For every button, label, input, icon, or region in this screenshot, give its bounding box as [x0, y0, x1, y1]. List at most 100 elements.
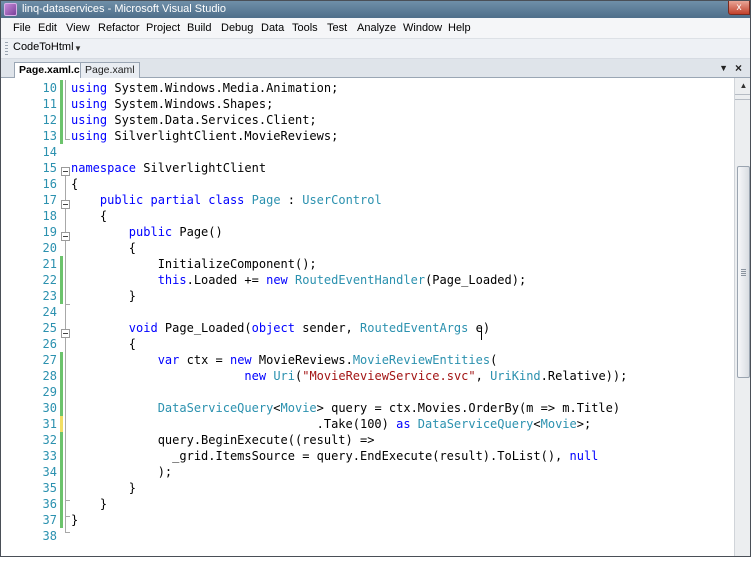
code-token: System.Data.Services.Client;: [107, 113, 317, 127]
tab-list-dropdown-icon[interactable]: ▼: [719, 63, 728, 73]
code-line[interactable]: 28 new Uri("MovieReviewService.svc", Uri…: [1, 368, 734, 384]
code-text[interactable]: public Page(): [71, 224, 223, 240]
toolbar-overflow-icon[interactable]: ▼: [74, 44, 82, 53]
code-text[interactable]: }: [71, 288, 136, 304]
menu-test[interactable]: Test: [327, 22, 348, 34]
code-text[interactable]: _grid.ItemsSource = query.EndExecute(res…: [71, 448, 598, 464]
code-text[interactable]: );: [71, 464, 172, 480]
code-line[interactable]: 30 DataServiceQuery<Movie> query = ctx.M…: [1, 400, 734, 416]
menu-view[interactable]: View: [66, 22, 90, 34]
code-text[interactable]: using System.Windows.Media.Animation;: [71, 80, 338, 96]
code-line[interactable]: 17 public partial class Page : UserContr…: [1, 192, 734, 208]
code-text[interactable]: .Take(100) as DataServiceQuery<Movie>;: [71, 416, 592, 432]
splitter-handle[interactable]: [735, 94, 750, 100]
code-line[interactable]: 14: [1, 144, 734, 160]
code-text[interactable]: using SilverlightClient.MovieReviews;: [71, 128, 338, 144]
code-line[interactable]: 23 }: [1, 288, 734, 304]
line-number: 17: [42, 193, 57, 207]
scrollbar-thumb[interactable]: [737, 166, 750, 378]
menu-file[interactable]: File: [13, 22, 31, 34]
menu-analyze[interactable]: Analyze: [357, 22, 397, 34]
code-text[interactable]: namespace SilverlightClient: [71, 160, 266, 176]
menu-help[interactable]: Help: [448, 22, 471, 34]
code-text[interactable]: new Uri("MovieReviewService.svc", UriKin…: [71, 368, 627, 384]
code-token: void: [128, 321, 158, 335]
menu-build[interactable]: Build: [187, 22, 212, 34]
menu-refactor[interactable]: Refactor: [98, 22, 140, 34]
code-text[interactable]: {: [71, 240, 136, 256]
code-line[interactable]: 33 _grid.ItemsSource = query.EndExecute(…: [1, 448, 734, 464]
code-line[interactable]: 21 InitializeComponent();: [1, 256, 734, 272]
code-token: UserControl: [302, 193, 382, 207]
close-window-button[interactable]: x: [728, 1, 750, 15]
code-token: );: [71, 465, 173, 479]
code-text[interactable]: query.BeginExecute((result) =>: [71, 432, 375, 448]
code-text[interactable]: using System.Windows.Shapes;: [71, 96, 273, 112]
code-line[interactable]: 19 public Page(): [1, 224, 734, 240]
menu-bar: File Edit View Refactor Project Build De…: [1, 18, 750, 39]
text-cursor: [481, 327, 482, 340]
code-line[interactable]: 22 this.Loaded += new RoutedEventHandler…: [1, 272, 734, 288]
code-to-html-button[interactable]: CodeToHtml: [13, 41, 74, 53]
toolbar-grip-icon[interactable]: [5, 42, 8, 55]
code-token: Movie: [540, 417, 577, 431]
code-text[interactable]: }: [71, 496, 107, 512]
menu-project[interactable]: Project: [146, 22, 181, 34]
line-number: 23: [42, 289, 57, 303]
line-number: 11: [42, 97, 57, 111]
code-text[interactable]: this.Loaded += new RoutedEventHandler(Pa…: [71, 272, 527, 288]
code-text[interactable]: InitializeComponent();: [71, 256, 317, 272]
menu-tools[interactable]: Tools: [292, 22, 318, 34]
title-bar[interactable]: linq-dataservices - Microsoft Visual Stu…: [1, 1, 750, 18]
code-token: "MovieReviewService.svc": [302, 369, 476, 383]
code-text[interactable]: DataServiceQuery<Movie> query = ctx.Movi…: [71, 400, 620, 416]
code-line[interactable]: 31 .Take(100) as DataServiceQuery<Movie>…: [1, 416, 734, 432]
code-line[interactable]: 37}: [1, 512, 734, 528]
code-text[interactable]: {: [71, 208, 107, 224]
collapse-constructor-icon[interactable]: [61, 232, 70, 241]
code-line[interactable]: 26 {: [1, 336, 734, 352]
menu-edit[interactable]: Edit: [38, 22, 57, 34]
menu-debug[interactable]: Debug: [221, 22, 254, 34]
code-text[interactable]: public partial class Page : UserControl: [71, 192, 382, 208]
code-line[interactable]: 36 }: [1, 496, 734, 512]
code-text[interactable]: }: [71, 480, 136, 496]
code-token: MovieReviewEntities: [352, 353, 491, 367]
vertical-scrollbar[interactable]: ▲: [734, 78, 750, 556]
code-line[interactable]: 38: [1, 528, 734, 544]
collapse-namespace-icon[interactable]: [61, 167, 70, 176]
code-line[interactable]: 35 }: [1, 480, 734, 496]
tab-page-xaml-cs[interactable]: Page.xaml.cs*: [14, 62, 95, 78]
menu-data[interactable]: Data: [261, 22, 285, 34]
code-line[interactable]: 34 );: [1, 464, 734, 480]
code-text[interactable]: void Page_Loaded(object sender, RoutedEv…: [71, 320, 490, 336]
code-text[interactable]: }: [71, 512, 78, 528]
code-token: UriKind: [490, 369, 541, 383]
code-line[interactable]: 18 {: [1, 208, 734, 224]
collapse-class-icon[interactable]: [61, 200, 70, 209]
code-line[interactable]: 32 query.BeginExecute((result) =>: [1, 432, 734, 448]
close-tab-icon[interactable]: ×: [734, 61, 742, 75]
code-line[interactable]: 20 {: [1, 240, 734, 256]
code-text[interactable]: using System.Data.Services.Client;: [71, 112, 317, 128]
code-token: .Relative));: [540, 369, 628, 383]
code-line[interactable]: 24: [1, 304, 734, 320]
code-line[interactable]: 29: [1, 384, 734, 400]
code-token: }: [71, 497, 108, 511]
menu-window[interactable]: Window: [403, 22, 443, 34]
tab-page-xaml[interactable]: Page.xaml: [80, 62, 140, 78]
code-text[interactable]: var ctx = new MovieReviews.MovieReviewEn…: [71, 352, 498, 368]
code-line[interactable]: 25 void Page_Loaded(object sender, Route…: [1, 320, 734, 336]
code-text[interactable]: {: [71, 336, 136, 352]
code-text[interactable]: {: [71, 176, 78, 192]
code-line[interactable]: 27 var ctx = new MovieReviews.MovieRevie…: [1, 352, 734, 368]
scroll-up-icon[interactable]: ▲: [739, 81, 748, 90]
collapse-method-icon[interactable]: [61, 329, 70, 338]
code-line[interactable]: 16{: [1, 176, 734, 192]
code-line[interactable]: 11 using System.Windows.Shapes;: [1, 96, 734, 112]
